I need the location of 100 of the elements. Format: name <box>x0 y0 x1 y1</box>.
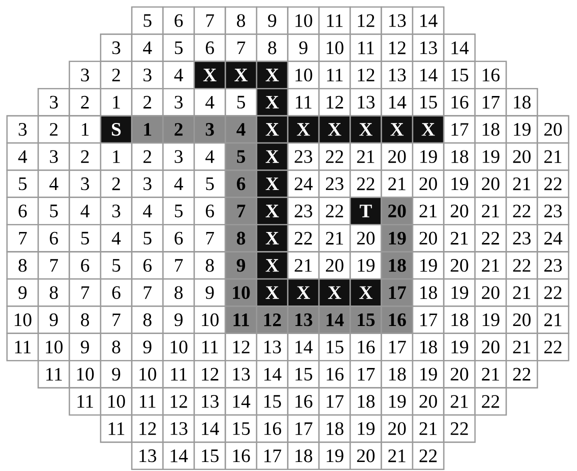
grid-cell: 21 <box>474 196 507 226</box>
grid-cell: 6 <box>131 251 164 280</box>
grid-cell: 9 <box>6 278 39 307</box>
grid-cell: 19 <box>412 360 444 388</box>
grid-cell: 21 <box>380 442 414 470</box>
grid-cell: 8 <box>6 251 39 280</box>
grid-cell: 23 <box>506 224 538 252</box>
grid-cell: 4 <box>100 224 132 252</box>
grid-cell: 18 <box>443 142 476 171</box>
grid-cell: 12 <box>318 88 351 116</box>
grid-cell: 19 <box>350 251 382 280</box>
grid-cell: 16 <box>318 360 351 388</box>
grid-cell: 21 <box>380 170 414 198</box>
grid-cell: 20 <box>318 251 351 280</box>
grid-cell: 4 <box>6 142 39 171</box>
grid-cell: 18 <box>380 360 414 388</box>
grid-cell: 22 <box>318 196 351 226</box>
grid-cell: 22 <box>536 278 570 307</box>
grid-cell: 10 <box>318 34 351 62</box>
grid-cell: 18 <box>412 332 444 362</box>
path-cell: 9 <box>224 251 258 280</box>
grid-cell: 21 <box>506 170 538 198</box>
grid-cell: 16 <box>474 60 507 90</box>
grid-cell: 22 <box>536 332 570 362</box>
blocked-cell: S <box>100 115 132 144</box>
grid-cell: 5 <box>194 170 226 198</box>
grid-cell: 19 <box>443 170 476 198</box>
grid-cell: 3 <box>100 196 132 226</box>
grid-cell: 13 <box>380 6 414 35</box>
grid-cell: 16 <box>224 442 258 470</box>
grid-cell: 12 <box>194 360 226 388</box>
grid-cell: 9 <box>100 360 132 388</box>
grid-cell: 2 <box>38 115 70 144</box>
grid-cell: 21 <box>350 142 382 171</box>
grid-cell: 12 <box>350 60 382 90</box>
grid-cell: 7 <box>38 251 70 280</box>
grid-cell: 6 <box>68 251 102 280</box>
grid-cell: 24 <box>287 170 320 198</box>
grid-cell: 20 <box>380 142 414 171</box>
blocked-cell: X <box>256 115 288 144</box>
grid-cell: 9 <box>287 34 320 62</box>
grid-cell: 20 <box>474 170 507 198</box>
grid-cell: 7 <box>194 224 226 252</box>
grid-cell: 8 <box>100 332 132 362</box>
path-cell: 4 <box>224 115 258 144</box>
grid-cell: 9 <box>256 6 288 35</box>
grid-cell: 3 <box>6 115 39 144</box>
blocked-cell: X <box>256 196 288 226</box>
grid-cell: 5 <box>100 251 132 280</box>
grid-cell: 24 <box>536 224 570 252</box>
grid-cell: 14 <box>256 360 288 388</box>
grid-cell: 22 <box>287 224 320 252</box>
grid-cell: 19 <box>412 251 444 280</box>
path-cell: 10 <box>224 278 258 307</box>
path-cell: 5 <box>224 142 258 171</box>
grid-cell: 2 <box>131 88 164 116</box>
grid-cell: 18 <box>506 88 538 116</box>
grid-cell: 5 <box>6 170 39 198</box>
blocked-cell: T <box>350 196 382 226</box>
grid-cell: 18 <box>287 442 320 470</box>
grid-cell: 8 <box>256 34 288 62</box>
grid-cell: 5 <box>68 224 102 252</box>
grid-cell: 6 <box>162 6 195 35</box>
grid-cell: 14 <box>380 88 414 116</box>
grid-cell: 2 <box>131 142 164 171</box>
grid-cell: 21 <box>412 414 444 443</box>
grid-cell: 15 <box>256 387 288 416</box>
grid-cell: 8 <box>224 6 258 35</box>
grid-cell: 6 <box>194 34 226 62</box>
grid-cell: 6 <box>194 196 226 226</box>
grid-cell: 1 <box>68 115 102 144</box>
blocked-cell: X <box>256 278 288 307</box>
grid-cell: 4 <box>162 170 195 198</box>
blocked-cell: X <box>287 278 320 307</box>
grid-cell: 5 <box>162 196 195 226</box>
blocked-cell: X <box>256 251 288 280</box>
path-cell: 12 <box>256 306 288 334</box>
grid-cell: 23 <box>287 142 320 171</box>
grid-cell: 19 <box>443 332 476 362</box>
grid-cell: 3 <box>131 60 164 90</box>
grid-cell: 9 <box>194 278 226 307</box>
path-cell: 2 <box>162 115 195 144</box>
grid-cell: 3 <box>131 170 164 198</box>
grid-cell: 11 <box>194 332 226 362</box>
grid-cell: 19 <box>318 442 351 470</box>
grid-cell: 3 <box>68 170 102 198</box>
grid-cell: 17 <box>350 360 382 388</box>
grid-cell: 13 <box>194 387 226 416</box>
grid-cell: 20 <box>412 224 444 252</box>
blocked-cell: X <box>380 115 414 144</box>
grid-cell: 2 <box>100 60 132 90</box>
path-cell: 11 <box>224 306 258 334</box>
grid-cell: 13 <box>131 442 164 470</box>
grid-cell: 9 <box>162 306 195 334</box>
grid-cell: 13 <box>412 34 444 62</box>
grid-cell: 3 <box>38 88 70 116</box>
grid-cell: 14 <box>412 60 444 90</box>
grid-cell: 2 <box>68 88 102 116</box>
grid-cell: 22 <box>474 387 507 416</box>
grid-cell: 21 <box>506 278 538 307</box>
